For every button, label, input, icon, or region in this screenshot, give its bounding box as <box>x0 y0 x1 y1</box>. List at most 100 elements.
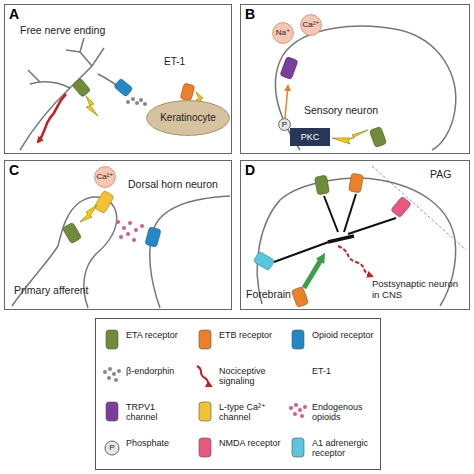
lightning-bolt <box>332 130 368 144</box>
etb-receptor <box>291 286 308 307</box>
ligand-label: ET-1 <box>164 56 194 68</box>
eta-receptor <box>369 126 386 147</box>
legend-text: ETB receptor <box>219 330 281 340</box>
legend-swatch <box>106 330 118 349</box>
opioid-dot <box>126 232 130 236</box>
opioid-receptor <box>114 78 133 97</box>
nerve-branch <box>80 38 84 52</box>
legend-swatch <box>199 438 211 457</box>
legend-text: β-endorphin <box>126 366 188 376</box>
lightning-bolt <box>86 96 98 116</box>
node-label: Na⁺ <box>276 29 290 37</box>
structure-label: Dorsal horn neuron <box>128 178 228 190</box>
legend-dot <box>300 414 304 418</box>
activation-arrow <box>304 258 322 288</box>
legend-box <box>96 319 381 470</box>
panel-letter: B <box>245 6 255 22</box>
legend-squiggle <box>197 366 211 386</box>
opioid-dot <box>134 228 138 232</box>
beta-endorphin-dot <box>143 102 147 106</box>
nociceptive-signal <box>338 246 372 276</box>
node-label: P <box>282 121 287 129</box>
opioid-dot <box>132 238 136 242</box>
nerve-ending <box>20 38 126 150</box>
panel-b: B Na⁺ Ca²⁺ PPKC <box>240 4 470 154</box>
legend-swatch <box>106 402 118 421</box>
legend-text: ETA receptor <box>126 330 188 340</box>
nerve-branch <box>66 50 92 66</box>
nerve-branch <box>20 48 104 150</box>
opioid-dot <box>128 221 132 225</box>
legend-dot <box>114 378 118 382</box>
nociceptive-signal <box>38 94 66 142</box>
beta-endorphin-dot <box>139 98 143 102</box>
legend-dot <box>298 408 302 412</box>
ion-circle: Na⁺ <box>272 22 294 44</box>
ion-circle: Ca²⁺ <box>300 14 322 36</box>
et1-ligand <box>171 74 182 84</box>
panel-letter: A <box>9 6 19 22</box>
inhibition-lines <box>274 194 396 262</box>
panel-letter: C <box>9 162 19 178</box>
structure-label: Primary afferent <box>14 284 114 296</box>
legend-swatch-area <box>100 362 124 390</box>
legend-swatch <box>292 438 304 457</box>
nerve-branch <box>30 82 70 88</box>
region-label: PAG <box>430 168 466 180</box>
legend-text: Nociceptive signaling <box>219 366 281 387</box>
opioid-dot <box>122 226 126 230</box>
legend-swatch-area <box>100 398 124 426</box>
dorsal-horn-outline <box>150 196 230 308</box>
sensory-neuron-outline <box>275 26 455 150</box>
nmda-receptor <box>391 196 412 218</box>
legend-dot <box>112 372 116 376</box>
node-text-area: Na⁺ <box>272 22 294 44</box>
node-text-area: D <box>245 162 255 178</box>
structure-label: Sensory neuron <box>304 104 394 116</box>
et1-ligand <box>51 232 62 242</box>
legend-text: L-type Ca²⁺ channel <box>219 402 281 423</box>
inhibition-line <box>324 196 338 232</box>
eta-receptor <box>62 222 81 244</box>
legend-swatch-area <box>286 398 310 426</box>
region-label: Forebrain <box>246 288 306 300</box>
legend-dot <box>107 376 111 380</box>
legend-dot <box>294 403 298 407</box>
ion-circle-outline <box>95 167 116 188</box>
beta-endorphin-dot <box>126 100 130 104</box>
eta-receptor <box>315 175 330 195</box>
lightning-bolt <box>80 205 97 222</box>
region-divider <box>372 166 466 250</box>
node-text-area: A <box>9 6 19 22</box>
node-text-area: Ca²⁺ <box>94 166 116 188</box>
eta-receptor <box>72 78 91 97</box>
node-label: Keratinocyte <box>160 113 216 123</box>
legend-dot <box>108 367 112 371</box>
inhibition-line <box>274 240 334 262</box>
keratinocyte-cell-outline <box>147 101 230 136</box>
phosphate-symbol: P <box>105 443 119 452</box>
node-text-area: Keratinocyte <box>146 100 230 136</box>
beta-endorphin-dot <box>131 97 135 101</box>
endogenous-opioids <box>116 220 144 242</box>
legend-swatch-area <box>286 326 310 354</box>
legend-text: ET-1 <box>312 366 374 376</box>
ion-circle: Ca²⁺ <box>94 166 116 188</box>
legend-swatch-area <box>193 326 217 354</box>
primary-afferent-outline <box>12 197 117 308</box>
legend-swatch-area <box>100 326 124 354</box>
opioid-receptor <box>145 227 161 247</box>
legend-text: A1 adrenergic receptor <box>312 438 374 459</box>
opioid-dot <box>116 220 120 224</box>
opioid-dot <box>140 224 144 228</box>
node-label: Ca²⁺ <box>302 21 319 29</box>
beta-endorphin <box>126 97 147 106</box>
node-text-area: B <box>245 6 255 22</box>
etb-receptor <box>180 83 195 101</box>
node-text-area: Ca²⁺ <box>300 14 322 36</box>
legend-swatch-area <box>193 362 217 390</box>
kinase-box: PKC <box>290 128 330 146</box>
legend-text: Opioid receptor <box>312 330 374 340</box>
ion-circle-outline <box>273 23 294 44</box>
